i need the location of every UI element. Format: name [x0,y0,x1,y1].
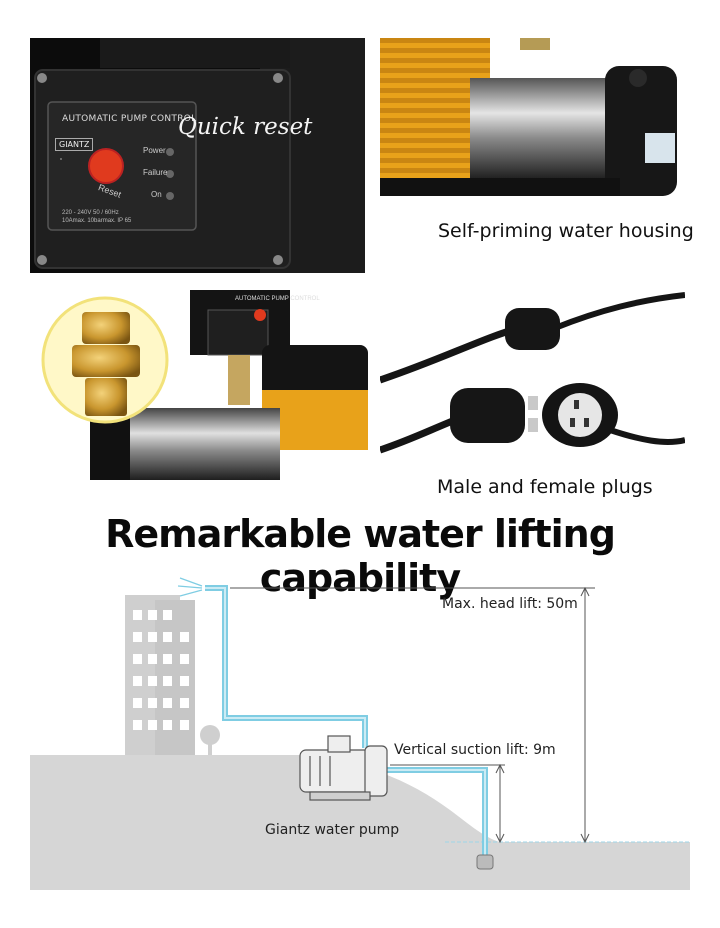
suction-label: Vertical suction lift: 9m [394,742,556,758]
max-head-label: Max. head lift: 50m [442,596,578,612]
quick-reset-annotation: Quick reset [178,114,313,140]
water-spray [177,577,203,597]
ground [30,755,690,890]
plugs-illustration [380,292,685,454]
plugs-photo [380,290,685,470]
indicator-power-label: Power [143,146,166,155]
measurement-lines [230,586,595,844]
indicator-on-label: On [151,190,162,199]
delivery-pipe [205,585,368,748]
control-box-illustration [30,38,365,273]
housing-caption: Self-priming water housing [438,220,694,242]
pump-with-fitting-illustration [41,290,368,480]
spec-line-2: 10Amax. 10barmax. IP 65 [62,218,132,224]
pump-drawing [299,735,388,801]
pump-housing-illustration [380,38,677,196]
fitting-plate-title: AUTOMATIC PUMP CONTROL [235,296,320,302]
control-plate-title: AUTOMATIC PUMP CONTROL [62,114,197,124]
headline: Remarkable water lifting capability [105,512,616,600]
lift-diagram-svg [30,577,690,890]
indicator-failure-label: Failure [143,168,168,177]
brand-logo: GIANTZ [55,138,94,151]
pump-label: Giantz water pump [265,822,400,838]
lift-diagram: Max. head lift: 50m Vertical suction lif… [30,570,690,890]
brass-fitting-photo: AUTOMATIC PUMP CONTROL [30,290,368,490]
control-box-photo: AUTOMATIC PUMP CONTROL GIANTZ Reset Powe… [30,38,365,273]
foot-valve [476,854,494,870]
spec-line-1: 220 - 240V 50 / 60Hz [62,210,119,216]
pump-housing-photo [380,38,685,218]
plugs-caption: Male and female plugs [437,476,653,498]
